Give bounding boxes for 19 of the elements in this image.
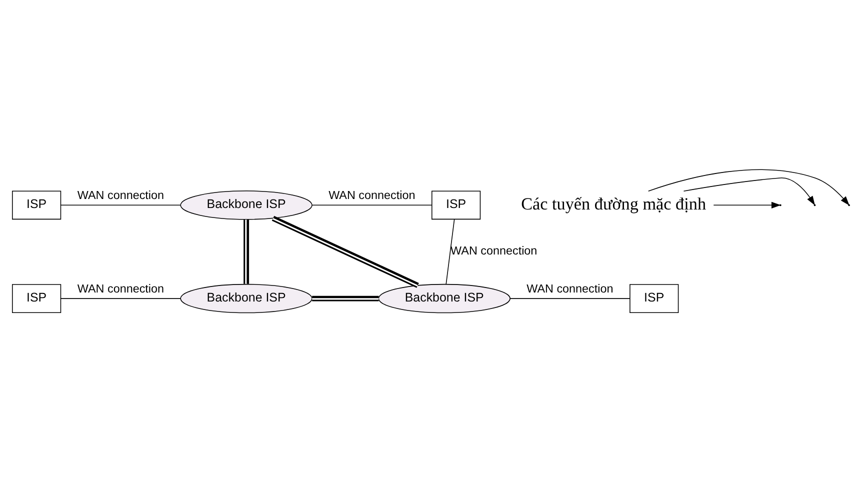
connector <box>446 218 455 284</box>
edge-label: WAN connection <box>450 244 538 258</box>
connector <box>60 204 182 206</box>
connector <box>244 219 250 284</box>
connector <box>312 295 379 301</box>
node-text: Các tuyến đường mặc định <box>521 194 706 214</box>
node-box: ISP <box>12 284 62 312</box>
node-box: ISP <box>12 190 62 220</box>
edge-label: WAN connection <box>77 282 164 295</box>
edge-label: WAN connection <box>77 188 164 202</box>
edge-label: WAN connection <box>328 188 416 202</box>
node-box: ISP <box>432 190 481 220</box>
node-box: ISP <box>630 284 679 312</box>
node-ellipse: Backbone ISP <box>180 190 312 220</box>
node-ellipse: Backbone ISP <box>378 283 510 313</box>
node-ellipse: Backbone ISP <box>180 283 312 313</box>
connector <box>272 215 419 288</box>
edge-label: WAN connection <box>526 282 614 295</box>
connector <box>312 204 432 206</box>
